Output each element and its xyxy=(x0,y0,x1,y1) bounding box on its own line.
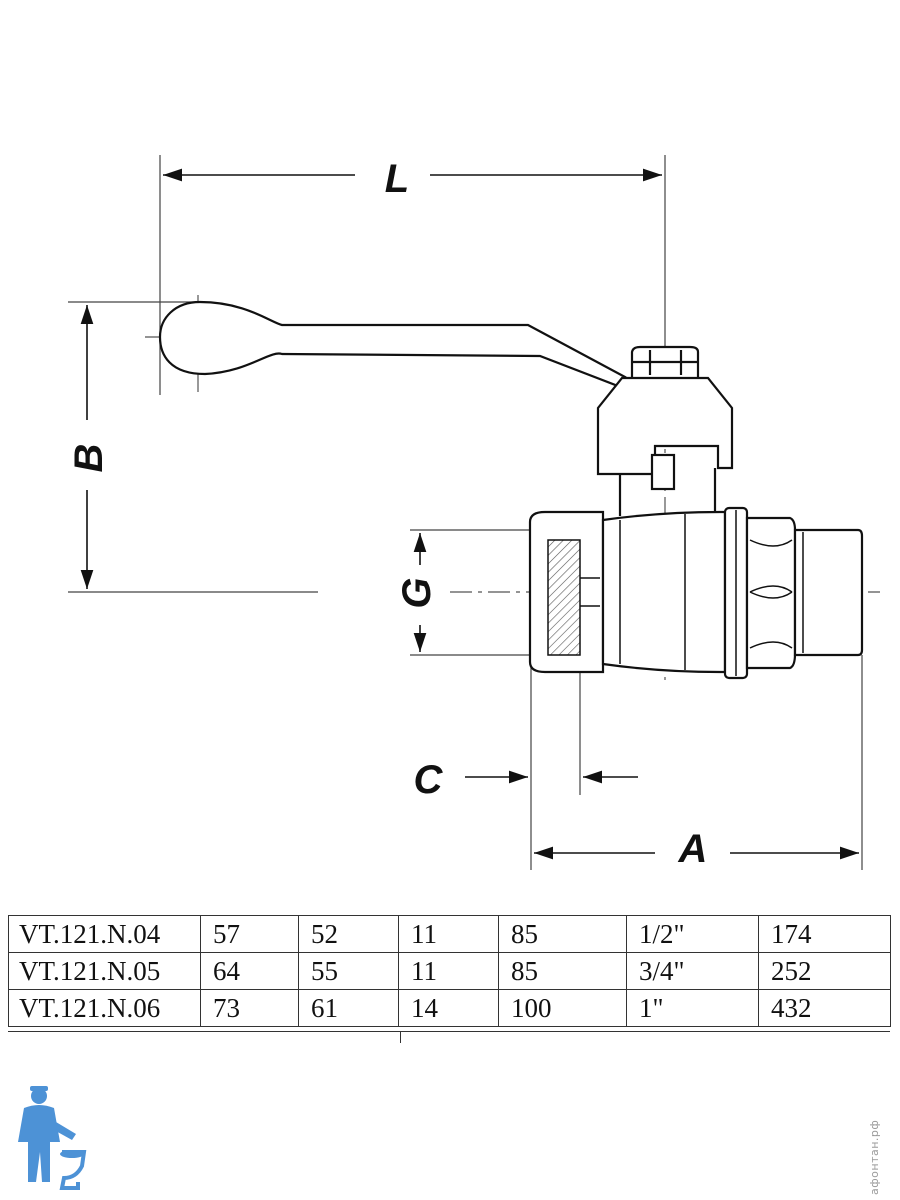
table-cell: 57 xyxy=(200,915,299,953)
site-watermark: афонтан.рф xyxy=(868,1119,881,1195)
table-cell: 1" xyxy=(626,989,759,1027)
dim-label-b: B xyxy=(67,444,111,473)
extension-lines xyxy=(68,155,863,870)
table-cell: 14 xyxy=(398,989,499,1027)
table-cell: VT.121.N.05 xyxy=(8,952,201,990)
table-cell: 174 xyxy=(758,915,891,953)
table-cell: 85 xyxy=(498,915,627,953)
table-cell: 73 xyxy=(200,989,299,1027)
dimension-lines xyxy=(80,168,859,860)
table-cell: 432 xyxy=(758,989,891,1027)
male-spigot xyxy=(793,528,864,657)
table-bottom-stub xyxy=(400,1031,401,1043)
table-cell: 100 xyxy=(498,989,627,1027)
table-cell: 11 xyxy=(398,915,499,953)
table-cell: VT.121.N.06 xyxy=(8,989,201,1027)
plumber-logo-icon xyxy=(18,1086,87,1190)
table-cell: 252 xyxy=(758,952,891,990)
table-bottom-rule xyxy=(8,1031,890,1032)
dim-label-a: A xyxy=(678,827,708,871)
dim-label-l: L xyxy=(385,157,409,201)
table-cell: 1/2" xyxy=(626,915,759,953)
table-cell: 85 xyxy=(498,952,627,990)
dim-label-g: G xyxy=(395,577,439,608)
table-cell: 11 xyxy=(398,952,499,990)
table-cell: 3/4" xyxy=(626,952,759,990)
table-cell: 55 xyxy=(298,952,399,990)
dim-label-c: C xyxy=(414,758,444,802)
stop-pin xyxy=(650,453,676,491)
ball-valve-technical-drawing: L B G C A xyxy=(67,155,880,871)
table-cell: VT.121.N.04 xyxy=(8,915,201,953)
lever-handle xyxy=(158,300,627,388)
central-body xyxy=(601,510,727,674)
table-cell: 64 xyxy=(200,952,299,990)
valve-body xyxy=(158,300,864,680)
table-cell: 61 xyxy=(298,989,399,1027)
table-cell: 52 xyxy=(298,915,399,953)
